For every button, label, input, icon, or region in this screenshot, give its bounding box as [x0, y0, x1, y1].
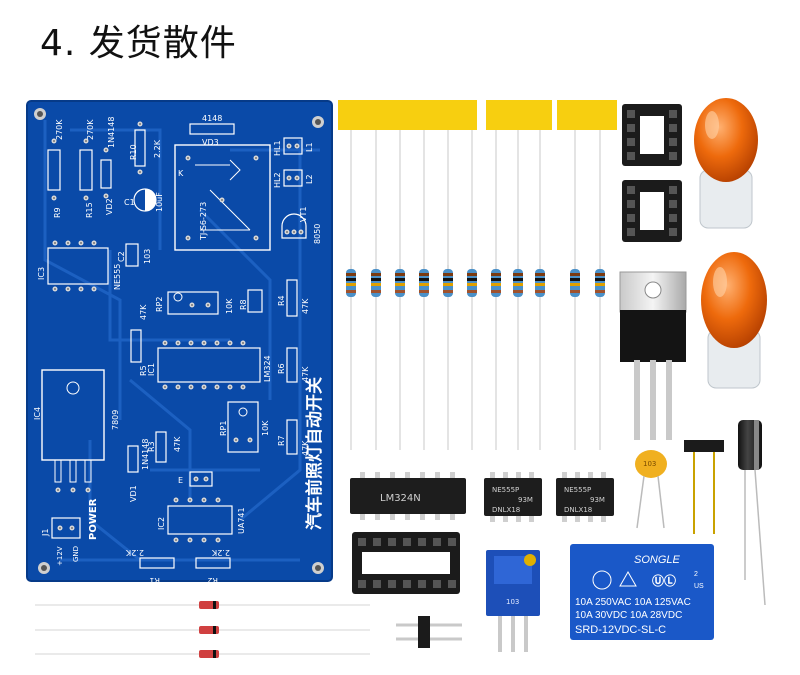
silk-ic1v: LM324 [263, 355, 272, 382]
tape-2 [486, 100, 552, 130]
bulb-1 [694, 98, 758, 229]
board-title: 汽车前照灯自动开关 [304, 377, 325, 530]
ne555-2-code: 93M [590, 496, 605, 504]
pcb-board: 270K R9 270K R15 1N4148 VD2 R10 2.2K C1 … [26, 100, 333, 585]
silk-rp1: RP1 [219, 421, 228, 436]
ic-socket-8pin-1 [622, 104, 682, 166]
svg-text:ⓊⓁ: ⓊⓁ [652, 573, 676, 588]
trimmer-potentiometer: 103 [486, 550, 540, 652]
silk-r7v: 47K [301, 440, 310, 456]
silk-r2v: 2.2K [211, 548, 230, 557]
relay-line1: 10A 250VAC 10A 125VAC [575, 597, 691, 608]
silk-power: POWER [88, 498, 99, 540]
relay-us: US [694, 583, 704, 590]
silk-vd3v: 4148 [202, 114, 222, 123]
silk-c1: C1 [124, 198, 135, 207]
silk-gnd: GND [72, 546, 80, 562]
silk-rp2v: 10K [225, 298, 234, 314]
silk-vt1v: 8050 [313, 224, 322, 244]
silk-r8: R8 [239, 299, 248, 310]
electrolytic-capacitor [738, 420, 766, 606]
silk-r5: R5 [139, 365, 148, 376]
silk-12v: +12V [56, 546, 64, 566]
silk-c1v: 10uF [155, 192, 164, 212]
ne555-2-label: NE555P [564, 486, 591, 494]
silk-r1v: 2.2K [125, 548, 144, 557]
silk-r3v: 47K [173, 436, 182, 452]
ic-socket-8pin-2 [622, 180, 682, 242]
page-title: 4. 发货散件 [40, 23, 237, 64]
pcb-traces [43, 120, 320, 562]
silk-vd1v: 1N4148 [141, 439, 150, 470]
silk-ic2v: UA741 [237, 507, 246, 534]
ne555-1-label: NE555P [492, 486, 519, 494]
relay-line2: 10A 30VDC 10A 28VDC [575, 610, 682, 621]
silk-l2: L2 [305, 174, 314, 184]
silk-vd1: VD1 [129, 485, 138, 502]
silk-r2: R2 [207, 576, 218, 585]
trimmer-label: 103 [506, 598, 519, 606]
silk-r1: R1 [149, 576, 160, 585]
silk-r6: R6 [277, 363, 286, 374]
silk-l1: L1 [305, 142, 314, 152]
silk-ic4v: 7809 [111, 410, 120, 430]
silk-hl1: HL1 [273, 140, 282, 156]
ic-ne555-1: NE555P 93M DNLX18 [484, 472, 542, 522]
silk-relay: TJ-S6-273 [199, 202, 208, 241]
silk-r10v: 2.2K [153, 139, 162, 158]
silk-ic4: IC4 [33, 407, 42, 420]
relay-model: SRD-12VDC-SL-C [575, 624, 666, 636]
silk-ic1: IC1 [147, 363, 156, 376]
silk-r7: R7 [277, 435, 286, 446]
diodes [35, 601, 370, 658]
ne555-1-lot: DNLX18 [492, 506, 520, 514]
ne555-2-lot: DNLX18 [564, 506, 592, 514]
tape-3 [557, 100, 617, 130]
silk-vt1: VT1 [299, 207, 308, 222]
ic-lm324: LM324N [350, 472, 466, 520]
silk-ic3v: NE555 [113, 264, 122, 290]
silk-r9: R9 [53, 207, 62, 218]
silk-r10: R10 [129, 144, 138, 160]
silk-r15: R15 [85, 202, 94, 218]
bulb-2 [701, 252, 767, 389]
silk-rp1v: 10K [261, 420, 270, 436]
silk-r6v: 47K [301, 366, 310, 382]
relay-num: 2 [694, 571, 698, 578]
silk-r15v: 270K [86, 119, 95, 140]
resistor-strip [338, 100, 617, 450]
silk-j1: J1 [41, 529, 50, 537]
silk-r5v: 47K [139, 304, 148, 320]
silk-vd3: VD3 [202, 138, 219, 147]
silk-r4v: 47K [301, 298, 310, 314]
silk-e: E [178, 476, 183, 485]
silk-vd2: VD2 [105, 198, 114, 215]
silk-r3: R3 [147, 441, 156, 452]
silk-r4: R4 [277, 295, 286, 306]
silk-c2v: 103 [143, 249, 152, 264]
tape-1 [338, 100, 477, 130]
silk-rp2: RP2 [155, 297, 164, 312]
voltage-regulator-7809 [619, 271, 687, 440]
pin-header-angled [684, 440, 724, 534]
silk-r9v: 270K [55, 119, 64, 140]
ne555-1-code: 93M [518, 496, 533, 504]
ceramic-capacitor: 103 [635, 450, 667, 529]
silk-ic2: IC2 [157, 517, 166, 530]
silk-ic3: IC3 [37, 267, 46, 280]
silk-c2: C2 [117, 251, 126, 262]
silk-k: K [178, 169, 184, 178]
lm324-label: LM324N [380, 493, 421, 504]
silk-vd2v: 1N4148 [107, 117, 116, 148]
silk-hl2: HL2 [273, 172, 282, 188]
ceramic-cap-label: 103 [643, 460, 656, 468]
relay-module: SONGLE ⓊⓁ 2 US 10A 250VAC 10A 125VAC 10A… [570, 544, 714, 640]
ic-ne555-2: NE555P 93M DNLX18 [556, 472, 614, 522]
relay-brand: SONGLE [634, 554, 681, 566]
ic-socket-14pin [352, 532, 460, 594]
pin-header-straight [396, 616, 462, 648]
